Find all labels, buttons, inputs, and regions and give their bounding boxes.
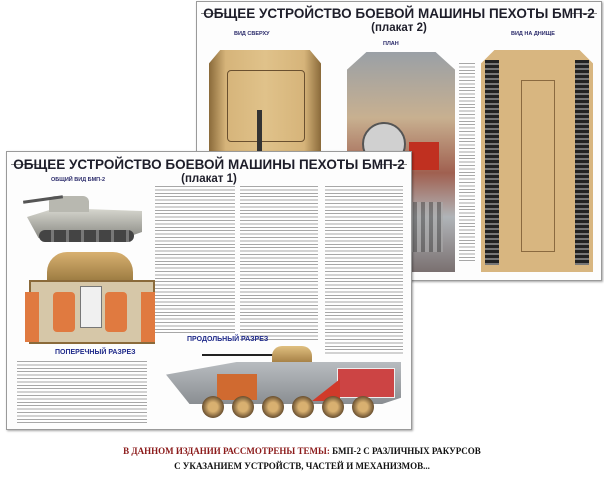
caption-lead: В ДАННОМ ИЗДАНИИ РАССМОТРЕНЫ ТЕМЫ:: [123, 446, 330, 456]
label-cross-section: ПОПЕРЕЧНЫЙ РАЗРЕЗ: [55, 349, 136, 356]
plan-numbers: [459, 62, 475, 262]
cross-section-legend: [17, 360, 147, 424]
poster-2-title-text: ОБЩЕЕ УСТРОЙСТВО БОЕВОЙ МАШИНЫ ПЕХОТЫ БМ…: [203, 6, 595, 21]
label-top-view: ВИД СВЕРХУ: [234, 31, 270, 37]
general-view-image: [19, 186, 144, 246]
title-rule-right: [379, 164, 407, 165]
label-general-view: ОБЩИЙ ВИД БМП-2: [51, 177, 106, 183]
caption-line-2: С УКАЗАНИЕМ УСТРОЙСТВ, ЧАСТЕЙ И МЕХАНИЗМ…: [174, 461, 430, 471]
label-plan: ПЛАН: [383, 41, 399, 47]
label-long-section: ПРОДОЛЬНЫЙ РАЗРЕЗ: [187, 336, 269, 343]
title-rule-right: [571, 13, 597, 14]
caption-line-1-rest: БМП-2 С РАЗЛИЧНЫХ РАКУРСОВ: [332, 446, 481, 456]
title-rule-left: [11, 164, 39, 165]
parts-legend-col-1: [155, 185, 235, 335]
cross-section-diagram: [25, 252, 155, 357]
poster-1-title: ОБЩЕЕ УСТРОЙСТВО БОЕВОЙ МАШИНЫ ПЕХОТЫ БМ…: [7, 158, 411, 186]
label-bottom-view: ВИД НА ДНИЩЕ: [511, 31, 555, 37]
caption-line-1: В ДАННОМ ИЗДАНИИ РАССМОТРЕНЫ ТЕМЫ: БМП-2…: [0, 446, 604, 456]
parts-legend-col-2: [240, 185, 318, 340]
poster-2-title: ОБЩЕЕ УСТРОЙСТВО БОЕВОЙ МАШИНЫ ПЕХОТЫ БМ…: [197, 7, 601, 35]
poster-1-title-text: ОБЩЕЕ УСТРОЙСТВО БОЕВОЙ МАШИНЫ ПЕХОТЫ БМ…: [13, 157, 405, 172]
poster-2-subtitle: (плакат 2): [371, 22, 427, 34]
parts-legend-col-3: [325, 185, 403, 355]
poster-1: ОБЩЕЕ УСТРОЙСТВО БОЕВОЙ МАШИНЫ ПЕХОТЫ БМ…: [6, 151, 412, 430]
title-rule-left: [201, 13, 227, 14]
bottom-view-diagram: [481, 50, 593, 272]
poster-1-subtitle: (плакат 1): [181, 173, 237, 185]
long-section-diagram: [162, 344, 407, 424]
